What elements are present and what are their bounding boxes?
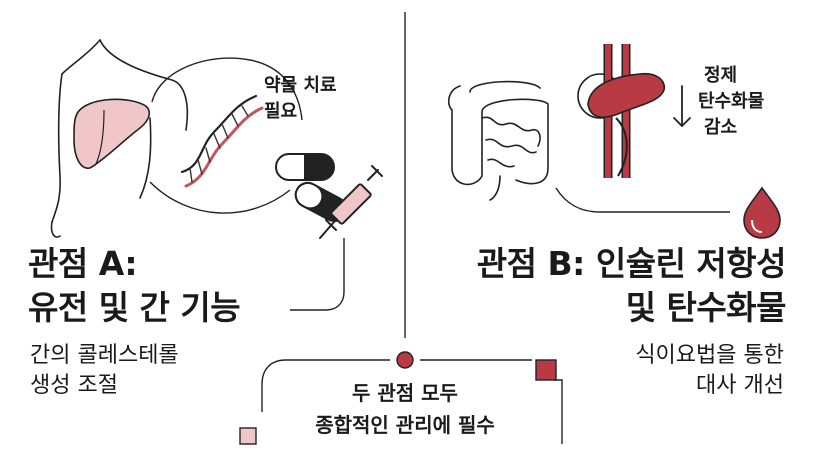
liver-icon (73, 98, 151, 169)
pancreas-icon (577, 44, 665, 178)
carb-label-line1: 정제 (704, 65, 738, 86)
body-outline-icon (50, 39, 189, 238)
left-subtitle-line1: 간의 콜레스테롤 (30, 343, 179, 368)
square-marker-pink (239, 427, 257, 445)
carb-label-line3: 감소 (704, 117, 738, 138)
bottom-text-line1: 두 관점 모두 (352, 381, 458, 405)
dna-icon (180, 94, 264, 188)
connector-arc-right (555, 187, 730, 213)
bottom-text-line2: 종합적인 관리에 필수 (315, 413, 495, 437)
capsule-icon (275, 153, 335, 181)
drug-label-line1: 약물 치료 (264, 75, 337, 96)
right-subtitle-line2: 대사 개선 (696, 373, 784, 398)
right-title-line1: 관점 B: 인슐린 저항성 (476, 244, 787, 283)
intestine-icon (447, 80, 549, 201)
drug-label-line2: 필요 (264, 101, 298, 122)
left-title-line1: 관점 A: (28, 244, 138, 283)
left-subtitle-line2: 생성 조절 (30, 373, 118, 398)
connector-arc-left (151, 57, 303, 121)
left-title-line2: 유전 및 간 기능 (28, 288, 241, 327)
carb-label-line2: 탄수화물 (698, 91, 765, 112)
blood-drop-icon (743, 186, 781, 239)
center-dot (396, 351, 414, 369)
square-marker-red (535, 359, 557, 381)
connector-arc-left-lower (149, 181, 291, 214)
down-arrow-icon (673, 85, 691, 128)
right-title-line2: 및 탄수화물 (625, 288, 787, 327)
right-subtitle-line1: 식이요법을 통한 (635, 343, 784, 368)
syringe-icon (319, 165, 383, 239)
connector-left-title (290, 238, 345, 311)
